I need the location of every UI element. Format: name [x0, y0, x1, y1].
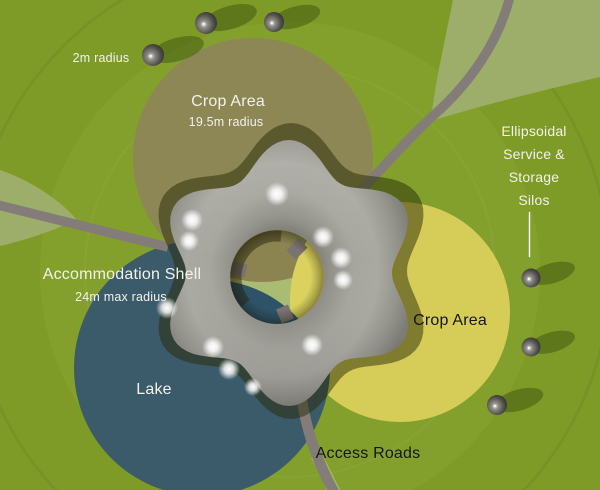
silo-sphere	[264, 4, 321, 32]
label-silos-line3: Storage	[508, 169, 560, 185]
road-topright	[348, 0, 514, 204]
road-left	[0, 200, 170, 252]
label-access-roads: Access Roads	[315, 444, 421, 462]
label-accommodation-shell: Accommodation Shell	[42, 265, 202, 283]
shell-highlight	[333, 270, 353, 290]
silo-spheres	[142, 4, 575, 415]
label-silos-line1: Ellipsoidal	[501, 123, 567, 139]
shell-highlight	[218, 358, 240, 380]
shell-highlight	[181, 209, 203, 231]
silo-sphere	[521, 261, 575, 288]
shell-highlight	[244, 378, 262, 396]
label-silos-line2: Service &	[503, 146, 565, 162]
shell-highlight	[330, 247, 352, 269]
shell-highlight	[265, 182, 289, 206]
sage-wedge-topright	[431, 0, 600, 121]
silo-sphere	[195, 4, 257, 34]
label-accommodation-radius: 24m max radius	[75, 289, 167, 304]
silo-sphere	[521, 330, 575, 357]
shell-highlight	[312, 226, 334, 248]
shell-highlight	[301, 334, 323, 356]
label-silo-radius: 2m radius	[72, 50, 130, 65]
label-lake: Lake	[136, 380, 172, 398]
sage-wedge-left	[0, 170, 76, 246]
silo-sphere	[142, 36, 204, 66]
shell-highlight	[202, 336, 224, 358]
label-crop-area-top: Crop Area	[191, 92, 265, 110]
label-crop-area-right: Crop Area	[413, 311, 487, 329]
shell-courtyard	[230, 230, 324, 324]
label-crop-area-top-radius: 19.5m radius	[188, 114, 264, 129]
silo-sphere	[487, 387, 544, 415]
shell-highlights	[156, 182, 353, 396]
shell-highlight	[156, 297, 178, 319]
label-silos-line4: Silos	[518, 192, 550, 208]
shell-highlight	[179, 231, 199, 251]
label-silos: Ellipsoidal Service & Storage Silos	[501, 120, 566, 212]
